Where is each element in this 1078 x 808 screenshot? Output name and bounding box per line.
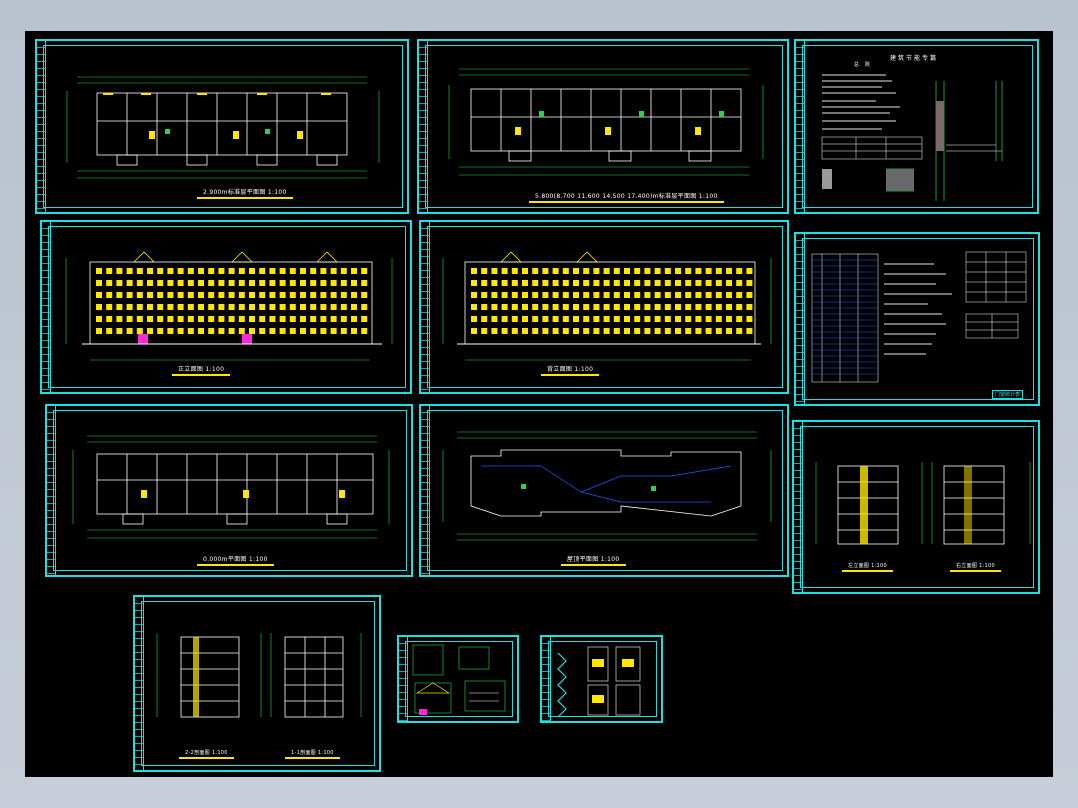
drawing-caption: 正立面图 1:100 — [172, 364, 231, 376]
section-drawing — [156, 633, 362, 718]
sheet-border — [427, 410, 783, 571]
schedule-table — [811, 251, 1027, 383]
title-strip — [794, 422, 803, 592]
drawing-caption: 0.000m平面图 1:100 — [197, 554, 274, 566]
sheet-door-window-schedule[interactable]: 门窗统计表 — [794, 232, 1040, 406]
schedule-label: 门窗统计表 — [992, 390, 1024, 399]
title-strip — [399, 637, 408, 721]
sheet-subheading: 总 则 — [854, 62, 872, 68]
title-strip — [421, 406, 430, 575]
sheet-border — [802, 238, 1034, 400]
title-strip — [421, 222, 430, 392]
sheet-sections[interactable]: 2-2剖面图 1:100 1-1剖面图 1:100 — [133, 595, 381, 772]
drawing-caption: 右立面图 1:100 — [950, 562, 1001, 572]
sheet-border — [141, 601, 375, 766]
sheet-border — [548, 641, 657, 717]
sheet-plan-standard[interactable]: 5.800(8.700 11.600 14.500 17.400)m标准层平面图… — [417, 39, 789, 214]
sheet-border — [53, 410, 407, 571]
elevation-drawing — [442, 251, 772, 361]
title-strip — [135, 597, 144, 770]
floor-plan-drawing — [66, 76, 380, 179]
sheet-plan-ground[interactable]: 0.000m平面图 1:100 — [45, 404, 413, 577]
title-strip — [542, 637, 551, 721]
sheet-border — [405, 641, 513, 717]
sheet-border — [800, 426, 1034, 588]
elevation-drawing — [65, 251, 393, 361]
drawing-caption: 5.800(8.700 11.600 14.500 17.400)m标准层平面图… — [529, 191, 724, 203]
sheet-plan-2900[interactable]: 2.900m标准层平面图 1:100 — [35, 39, 409, 214]
title-strip — [42, 222, 51, 392]
detail-drawing — [821, 74, 1003, 201]
title-strip — [47, 406, 56, 575]
title-strip — [37, 41, 46, 212]
elevation-drawing — [815, 462, 1031, 545]
roof-plan-drawing — [442, 431, 772, 541]
drawing-caption: 2-2剖面图 1:100 — [179, 749, 234, 759]
floor-plan-drawing — [72, 435, 390, 539]
sheet-border — [43, 45, 403, 208]
sheet-border — [427, 226, 783, 388]
detail-drawing — [412, 644, 506, 715]
drawing-caption: 屋顶平面图 1:100 — [561, 554, 626, 566]
drawing-caption: 1-1剖面图 1:100 — [285, 749, 340, 759]
sheet-border — [425, 45, 783, 208]
sheet-border — [802, 45, 1033, 208]
sheet-details[interactable] — [397, 635, 519, 723]
sheet-heading: 建筑节能专篇 — [890, 55, 939, 62]
drawing-canvas[interactable]: 2.900m标准层平面图 1:100 — [25, 31, 1053, 777]
stair-drawing — [557, 646, 641, 718]
title-strip — [419, 41, 428, 212]
title-strip — [796, 234, 805, 404]
sheet-border — [48, 226, 406, 388]
sheet-energy-notes[interactable]: 建筑节能专篇 总 则 — [794, 39, 1039, 214]
sheet-stair-details[interactable] — [540, 635, 663, 723]
floor-plan-drawing — [448, 68, 764, 176]
title-strip — [796, 41, 805, 212]
sheet-front-elevation[interactable]: 正立面图 1:100 — [40, 220, 412, 394]
sheet-side-elevations[interactable]: 左立面图 1:100 右立面图 1:100 — [792, 420, 1040, 594]
sheet-back-elevation[interactable]: 背立面图 1:100 — [419, 220, 789, 394]
drawing-caption: 2.900m标准层平面图 1:100 — [197, 187, 293, 199]
drawing-caption: 背立面图 1:100 — [541, 364, 600, 376]
sheet-plan-roof[interactable]: 屋顶平面图 1:100 — [419, 404, 789, 577]
drawing-caption: 左立面图 1:100 — [842, 562, 893, 572]
